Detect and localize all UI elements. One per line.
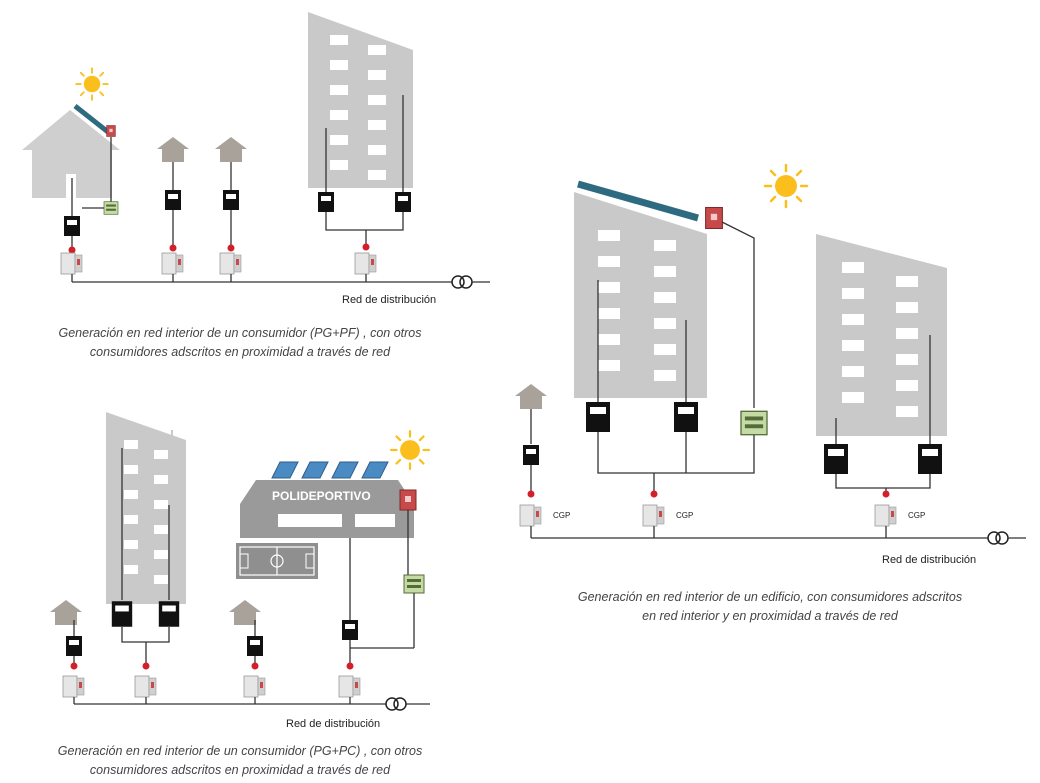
building-label: POLIDEPORTIVO	[272, 489, 371, 503]
caption-top-left: Generación en red interior de un consumi…	[10, 324, 470, 362]
panel-right: CGP CGP CGP	[515, 163, 1026, 566]
solar-panel-icon	[73, 104, 110, 134]
solar-panel-icon	[271, 461, 389, 479]
grid-label: Red de distribución	[342, 294, 436, 306]
cgp-label: CGP	[908, 511, 925, 520]
building-icon	[106, 412, 186, 604]
panel-bottom-left: POLIDEPORTIVO Red de distribució	[50, 412, 431, 730]
panel-top-left: Red de distribución	[22, 12, 490, 306]
grid-label: Red de distribución	[286, 718, 380, 730]
building-icon	[816, 234, 947, 436]
caption-line: Generación en red interior de un consumi…	[57, 744, 423, 758]
caption-bottom-left: Generación en red interior de un consumi…	[10, 742, 470, 780]
caption-line: Generación en red interior de un consumi…	[58, 326, 422, 340]
caption-right: Generación en red interior de un edifici…	[520, 588, 1020, 626]
consumer-house-pv	[22, 104, 120, 216]
caption-line: consumidores adscritos en proximidad a t…	[89, 345, 391, 359]
caption-line: consumidores adscritos en proximidad a t…	[89, 763, 391, 777]
caption-line: Generación en red interior de un edifici…	[577, 590, 963, 604]
grid-label: Red de distribución	[882, 554, 976, 566]
sports-hall-building: POLIDEPORTIVO	[236, 461, 414, 579]
cgp-label: CGP	[676, 511, 693, 520]
caption-line: en red interior y en proximidad a través…	[642, 609, 898, 623]
cgp-label: CGP	[553, 511, 570, 520]
sports-field	[236, 543, 318, 579]
building-icon	[574, 192, 707, 398]
solar-panel-icon	[577, 180, 699, 222]
building-icon	[308, 12, 413, 188]
